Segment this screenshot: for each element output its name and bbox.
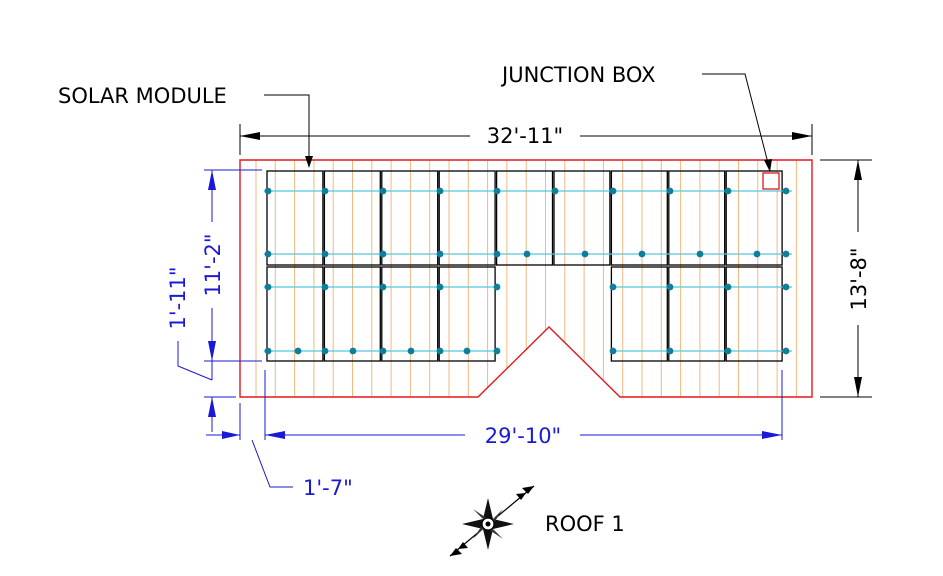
rafter-lines: [255, 160, 797, 397]
attachment-point: [379, 250, 387, 258]
solar-module: [381, 170, 439, 266]
solar-module: [381, 266, 439, 362]
attachment-point: [379, 347, 387, 355]
attachment-point: [523, 250, 531, 258]
attachment-point: [782, 187, 790, 195]
roof-title: ROOF 1: [545, 512, 625, 536]
solar-module: [266, 266, 324, 362]
attachment-point: [321, 347, 329, 355]
solar-module: [438, 266, 496, 362]
attachment-points: [264, 187, 790, 355]
bottom-setback-value: 1'-11": [166, 266, 190, 329]
attachment-point: [264, 250, 272, 258]
attachment-point: [782, 283, 790, 291]
junction-box-label: JUNCTION BOX: [500, 63, 655, 87]
solar-module: [323, 266, 381, 362]
attachment-point: [493, 187, 501, 195]
attachment-point: [609, 283, 617, 291]
top-width-value: 32'-11": [487, 124, 563, 148]
solar-module: [266, 170, 324, 266]
solar-module-label: SOLAR MODULE: [58, 84, 227, 108]
attachment-point: [436, 347, 444, 355]
attachment-point: [666, 347, 674, 355]
attachment-point: [264, 347, 272, 355]
attachment-point: [294, 347, 302, 355]
solar-module: [438, 170, 496, 266]
attachment-point: [407, 347, 415, 355]
solar-module: [495, 170, 554, 266]
attachment-point: [321, 187, 329, 195]
array-height-value: 11'-2": [201, 233, 225, 296]
solar-module: [553, 170, 611, 266]
roof-outline: [239, 159, 813, 398]
attachment-point: [436, 187, 444, 195]
attachment-point: [463, 347, 471, 355]
attachment-point: [379, 187, 387, 195]
solar-module: [323, 170, 381, 266]
attachment-point: [493, 347, 501, 355]
dimension-left-setback: 1'-7": [206, 431, 353, 500]
attachment-point: [724, 187, 732, 195]
attachment-point: [493, 283, 501, 291]
solar-module: [725, 266, 783, 362]
attachment-point: [696, 250, 704, 258]
attachment-point: [782, 347, 790, 355]
dimension-top-width: 32'-11": [239, 124, 813, 155]
solar-module: [610, 266, 668, 362]
attachment-point: [782, 250, 790, 258]
junction-box: [762, 172, 780, 190]
attachment-point: [379, 283, 387, 291]
attachment-point: [264, 187, 272, 195]
compass-rose-icon: [449, 485, 535, 557]
mounting-rails: [264, 190, 792, 352]
left-setback-value: 1'-7": [303, 476, 353, 500]
attachment-point: [436, 250, 444, 258]
attachment-point: [581, 250, 589, 258]
attachment-point: [264, 283, 272, 291]
dimension-bottom-setback: 1'-11": [166, 266, 236, 432]
attachment-point: [724, 347, 732, 355]
attachment-point: [321, 283, 329, 291]
attachment-point: [436, 283, 444, 291]
attachment-point: [349, 347, 357, 355]
solar-modules: [266, 170, 783, 362]
attachment-point: [753, 250, 761, 258]
solar-module: [610, 170, 668, 266]
attachment-point: [493, 250, 501, 258]
junction-box-callout: JUNCTION BOX: [500, 63, 772, 172]
attachment-point: [551, 187, 559, 195]
right-height-value: 13'-8": [847, 247, 871, 310]
solar-module: [725, 170, 783, 266]
solar-module: [668, 170, 726, 266]
attachment-point: [638, 250, 646, 258]
attachment-point: [666, 283, 674, 291]
dimension-array-width: 29'-10": [239, 370, 783, 448]
attachment-point: [666, 187, 674, 195]
solar-module-callout: SOLAR MODULE: [58, 84, 313, 168]
solar-module: [668, 266, 726, 362]
array-width-value: 29'-10": [485, 424, 561, 448]
attachment-point: [724, 283, 732, 291]
dimension-array-height: 11'-2": [201, 169, 262, 362]
attachment-point: [609, 187, 617, 195]
dimension-right-height: 13'-8": [820, 159, 872, 398]
attachment-point: [609, 347, 617, 355]
attachment-point: [321, 250, 329, 258]
